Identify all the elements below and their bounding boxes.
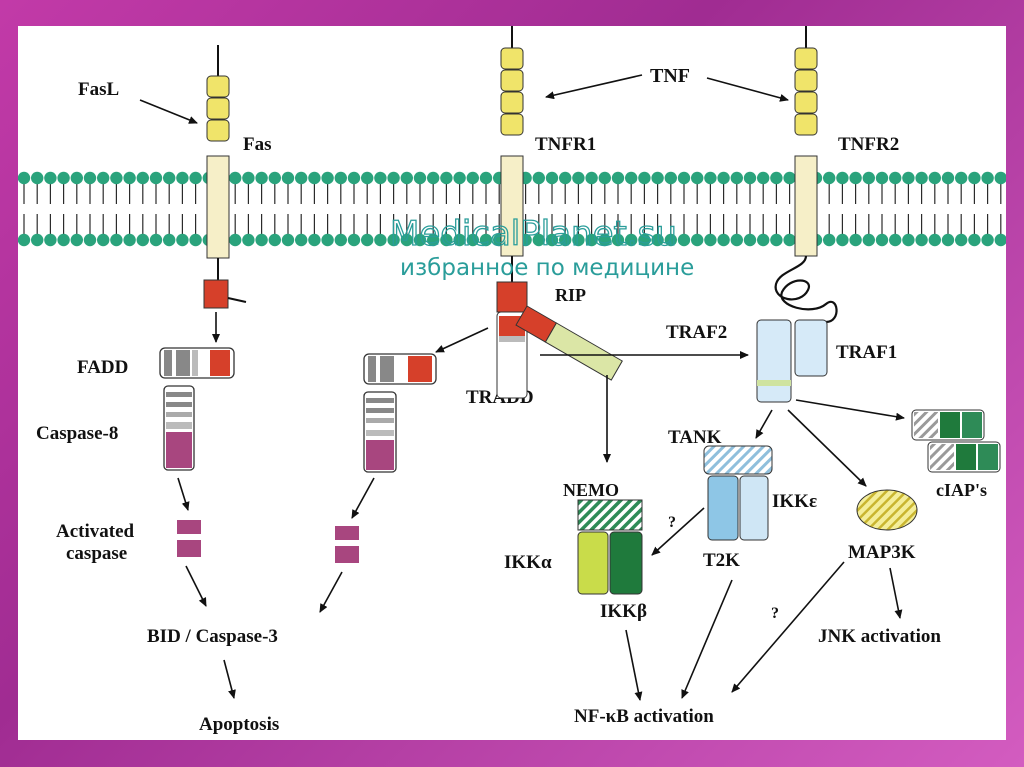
label-t2k: T2K [703, 550, 740, 571]
signaling-diagram: MedicalPlanet.su избранное по медицине F… [17, 26, 1007, 735]
arrow-traf2-tank [755, 409, 773, 439]
label-fasl: FasL [78, 79, 119, 100]
activated-caspase-middle [335, 526, 359, 563]
label-caspase: caspase [66, 543, 127, 564]
arrow-activated-bid-left [185, 565, 207, 607]
label-caspase-8: Caspase-8 [36, 423, 118, 444]
label-rip: RIP [555, 285, 586, 305]
label-apoptosis: Apoptosis [199, 714, 279, 735]
tnfr1-receptor [500, 26, 524, 282]
arrow-casp8-activated-left [177, 477, 190, 511]
label-nemo: NEMO [563, 480, 619, 500]
label-question-2: ? [771, 605, 779, 622]
arrow-tnf-tnfr2 [706, 77, 789, 102]
label-fadd: FADD [77, 357, 128, 378]
label-ikkb: IKKβ [600, 601, 647, 622]
caspase-8-left [163, 385, 195, 471]
arrow-bid-apoptosis [223, 659, 236, 699]
pathway-arrows [139, 74, 905, 701]
traf-complex [756, 319, 828, 403]
fadd-protein-left [159, 347, 235, 379]
tank-t2k-complex [703, 445, 773, 541]
arrow-map3k-jnk [889, 567, 903, 619]
activated-caspase-left [177, 520, 201, 557]
label-ciap: cIAP's [936, 480, 987, 500]
fas-receptor [203, 45, 247, 309]
label-ikke: IKKε [772, 491, 817, 512]
label-traf1: TRAF1 [836, 342, 897, 363]
arrow-traf2-map3k [787, 409, 867, 487]
ikk-complex [577, 499, 643, 595]
fadd-protein-middle [363, 353, 437, 385]
label-map3k: MAP3K [848, 542, 916, 563]
label-bid-caspase3: BID / Caspase-3 [147, 626, 278, 647]
rip-tradd-complex [496, 281, 623, 399]
map3k-protein [856, 489, 918, 531]
arrow-casp8-activated-middle [351, 477, 375, 519]
label-tnfr2: TNFR2 [838, 134, 899, 155]
tnfr2-receptor [774, 26, 838, 324]
arrow-fasl-fas [139, 99, 198, 124]
label-jnk-activation: JNK activation [818, 626, 941, 647]
arrow-tnf-tnfr1 [545, 74, 643, 100]
arrow-activated-bid-middle [319, 571, 343, 613]
label-traf2: TRAF2 [666, 322, 727, 343]
arrow-t2k-ikk [651, 507, 705, 556]
label-nfkb-activation: NF-κB activation [574, 706, 714, 727]
arrow-map3k-nfkb [731, 561, 845, 693]
diagram-panel: MedicalPlanet.su избранное по медицине F… [17, 26, 1007, 740]
watermark-subtitle: избранное по медицине [400, 255, 694, 281]
label-tnfr1: TNFR1 [535, 134, 596, 155]
arrow-traf2-ciap [795, 399, 905, 421]
label-question-1: ? [668, 514, 676, 531]
arrow-ikk-nfkb [625, 629, 643, 701]
ciap-proteins [911, 409, 1001, 473]
arrow-t2k-nfkb [681, 579, 733, 699]
watermark-title: MedicalPlanet.su [390, 214, 677, 254]
label-ikka: IKKα [504, 552, 552, 573]
caspase-8-middle [363, 391, 397, 473]
label-tank: TANK [668, 427, 722, 448]
label-tnf: TNF [650, 65, 690, 87]
arrow-tradd-fadd [435, 327, 489, 353]
label-fas: Fas [243, 134, 272, 155]
label-activated: Activated [56, 521, 135, 542]
